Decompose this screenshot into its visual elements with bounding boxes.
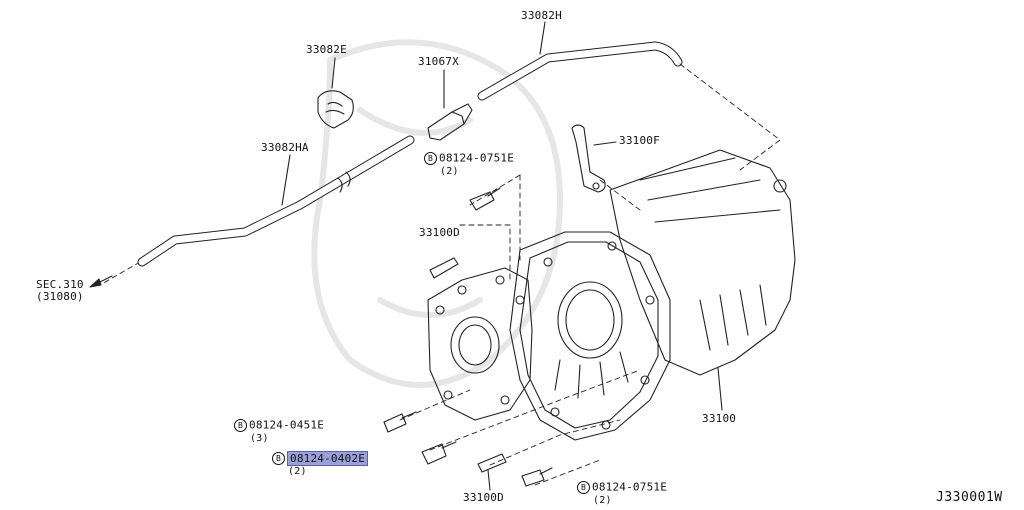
bolt-part-number: 08124-0751E <box>439 151 515 165</box>
bracket-33100f <box>571 124 617 193</box>
bolt-symbol-icon: B <box>577 481 590 494</box>
label-33100[interactable]: 33100 <box>702 412 737 425</box>
bolt-quantity: (2) <box>288 466 307 477</box>
label-31067x[interactable]: 31067X <box>418 55 459 68</box>
bolt-0451e <box>383 411 417 433</box>
bolt-quantity: (2) <box>593 495 612 506</box>
label-33082h[interactable]: 33082H <box>521 9 562 22</box>
section-sub-label: (31080) <box>36 290 84 303</box>
bolt-symbol-icon: B <box>234 419 247 432</box>
label-33100d-bottom[interactable]: 33100D <box>463 491 504 504</box>
stud-33100d-bottom <box>477 453 507 491</box>
bolt-0402e <box>421 441 457 465</box>
section-label: SEC.310 <box>36 278 84 291</box>
transfer-case-33100 <box>427 149 796 441</box>
bolt-part-number: 08124-0451E <box>249 418 325 432</box>
hose-33082ha <box>137 135 415 267</box>
label-33100d-top[interactable]: 33100D <box>419 226 460 239</box>
bolt-symbol-icon: B <box>272 452 285 465</box>
bolt-quantity: (2) <box>440 166 459 177</box>
clip-33082e <box>317 57 354 129</box>
stud-33100d-top <box>429 257 459 279</box>
bolt-symbol-icon: B <box>424 152 437 165</box>
watermark-logo <box>311 39 563 388</box>
label-33082e[interactable]: 33082E <box>306 43 347 56</box>
section-reference[interactable]: SEC.310 (31080) <box>36 279 84 303</box>
hose-33082h <box>477 21 683 101</box>
bolt-part-number-highlight: 08124-0402E <box>287 450 369 466</box>
connector-31067x <box>427 69 473 141</box>
bolt-part-number: 08124-0751E <box>592 480 668 494</box>
bolt-quantity: (3) <box>250 433 269 444</box>
section-arrow <box>89 275 113 288</box>
bolt-top <box>469 187 501 211</box>
label-33100f[interactable]: 33100F <box>619 134 660 147</box>
bolt-bottom-right <box>521 467 553 487</box>
diagram-code: J330001W <box>936 490 1003 505</box>
label-33082ha[interactable]: 33082HA <box>261 141 309 154</box>
